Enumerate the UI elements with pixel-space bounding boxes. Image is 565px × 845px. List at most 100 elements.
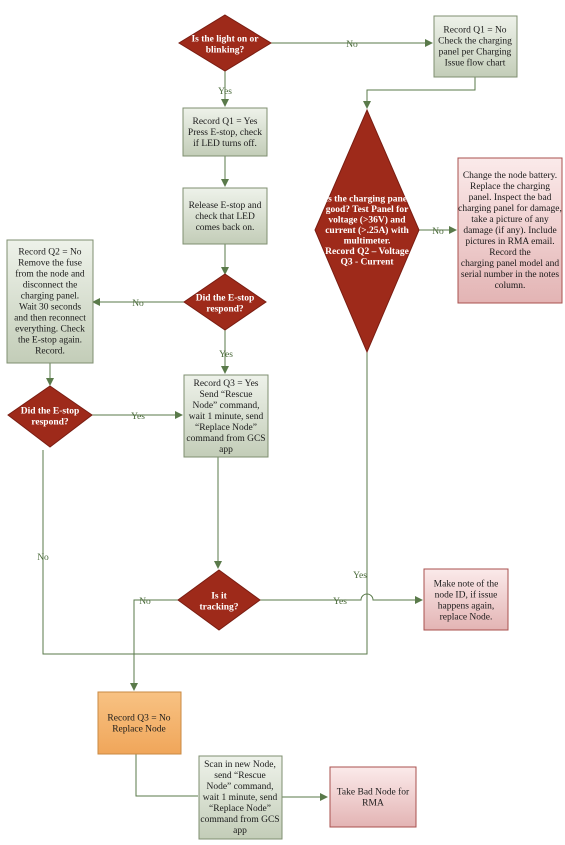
edge-estop2-no xyxy=(42,450,368,655)
process-scan-new xyxy=(198,755,283,840)
text-line: from the node and xyxy=(15,269,85,280)
text-line: Make note of the xyxy=(434,579,499,590)
text-line: the E-stop again. xyxy=(18,336,82,346)
text-line: app xyxy=(219,445,233,455)
text-line: Is the charging panel xyxy=(324,195,410,205)
text-line: happens again, xyxy=(438,602,494,612)
text-line: Q3 - Current xyxy=(340,258,394,268)
alert-make-note xyxy=(423,568,509,631)
text-line: Replace the charging xyxy=(470,182,550,192)
text-line: charging panel. xyxy=(21,292,79,302)
edge-tracking-yes xyxy=(260,593,423,604)
text-line: Wait 30 seconds xyxy=(19,303,81,313)
text-line: app xyxy=(233,826,247,836)
text-line: comes back on. xyxy=(196,223,255,233)
label-light-yes: Yes xyxy=(218,87,232,97)
text-line: take a picture of any xyxy=(471,214,549,225)
text-line: Is it xyxy=(211,592,227,602)
text-line: Replace Node xyxy=(112,725,166,735)
text-line: Check the charging xyxy=(438,37,512,47)
text-line: serial number in the notes xyxy=(461,270,559,280)
edge-tracking-no xyxy=(130,599,178,691)
nodes xyxy=(6,14,563,840)
alert-change-battery xyxy=(457,157,563,304)
text-line: Send “Rescue xyxy=(199,390,252,400)
text-line: respond? xyxy=(206,305,244,315)
text-line: voltage (>36V) and xyxy=(328,215,406,226)
text-line: current (>.25A) with xyxy=(325,225,409,236)
edge-labels: No Yes No Yes No Yes Yes No No Yes xyxy=(37,40,444,607)
text-line: Release E-stop and xyxy=(189,201,262,211)
text-line: multimeter. xyxy=(344,237,391,247)
decision-estop1 xyxy=(183,273,267,331)
text-line: check that LED xyxy=(195,212,255,222)
text-line: command from GCS xyxy=(186,433,265,444)
text-line: Scan in new Node, xyxy=(204,760,276,770)
text-line: everything. Check xyxy=(15,325,85,335)
text-line: Node” command, xyxy=(206,782,273,792)
highlight-record-q3-no xyxy=(97,691,182,755)
text-line: Record Q1 = Yes xyxy=(193,117,258,127)
label-estop1-no: No xyxy=(132,299,144,309)
label-charging-no: No xyxy=(432,227,444,237)
text-line: send “Rescue xyxy=(214,771,265,781)
text-change-battery: Change the node battery.Replace the char… xyxy=(458,171,562,291)
label-estop2-yes: Yes xyxy=(131,412,145,422)
text-line: wait 1 minute, send xyxy=(189,412,264,422)
process-record-q2-no xyxy=(6,239,94,364)
text-line: charging panel model and xyxy=(461,259,559,269)
process-release-estop xyxy=(182,187,268,245)
text-line: disconnect the xyxy=(23,281,78,291)
process-record-q1-no xyxy=(433,15,518,78)
text-line: panel. Inspect the bad xyxy=(469,193,552,203)
text-line: Node” command, xyxy=(192,401,259,411)
edges xyxy=(42,39,476,801)
edge-q3no-scan xyxy=(135,754,198,797)
text-line: RMA xyxy=(362,799,384,809)
label-light-no: No xyxy=(346,40,358,50)
text-line: replace Node. xyxy=(440,613,493,623)
text-line: and then reconnect xyxy=(14,314,86,324)
text-line: Issue flow chart xyxy=(445,58,506,69)
decision-light xyxy=(178,14,272,72)
text-line: “Replace Node” xyxy=(195,423,257,433)
decision-charging xyxy=(314,108,420,354)
text-line: panel per Charging xyxy=(439,48,512,58)
label-estop2-no: No xyxy=(37,553,49,563)
text-line: blinking? xyxy=(206,46,245,56)
text-line: Record the xyxy=(489,248,530,258)
decision-estop2 xyxy=(7,385,93,448)
edge-q1no-charging xyxy=(363,77,476,109)
text-line: Record Q3 = No xyxy=(107,714,170,724)
text-line: column. xyxy=(495,281,526,291)
text-line: Record Q1 = No xyxy=(443,26,506,36)
text-line: Take Bad Node for xyxy=(337,787,410,798)
label-tracking-yes: Yes xyxy=(333,597,347,607)
text-line: pictures in RMA email. xyxy=(465,237,554,247)
text-line: tracking? xyxy=(199,603,238,613)
text-line: Did the E-stop xyxy=(196,294,255,304)
text-line: good? Test Panel for xyxy=(326,205,409,215)
text-line: Record. xyxy=(35,347,65,357)
label-tracking-no: No xyxy=(139,597,151,607)
process-record-q1-yes xyxy=(182,107,268,157)
text-line: “Replace Node” xyxy=(209,804,271,814)
text-line: Is the light on or xyxy=(191,35,259,45)
text-line: wait 1 minute, send xyxy=(203,793,278,803)
text-line: Remove the fuse xyxy=(18,258,82,269)
text-line: Record Q3 = Yes xyxy=(194,379,259,389)
